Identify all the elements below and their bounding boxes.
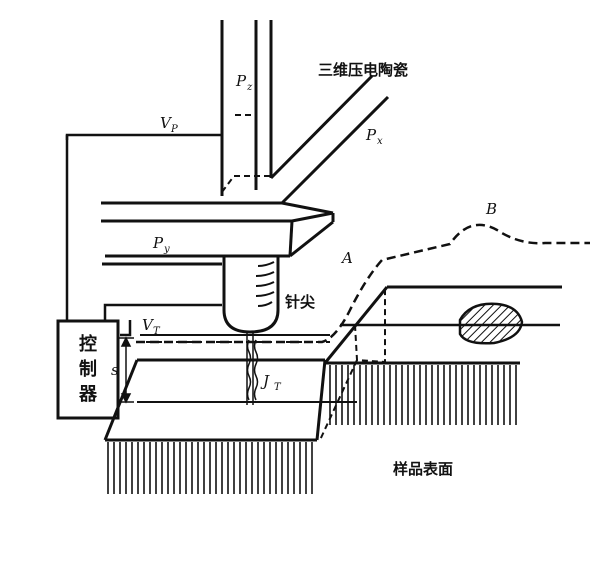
vt-main: V (142, 316, 155, 334)
py-sub: y (163, 244, 170, 255)
pz-sub: z (246, 82, 253, 93)
jt-main: J (260, 372, 270, 390)
piezo-scanner (101, 20, 390, 266)
controller-char-1: 控 (79, 333, 97, 355)
gap-arrow-up (120, 336, 132, 347)
pz-hidden-base (221, 175, 272, 193)
tip-assembly (222, 256, 280, 405)
gap-dimension (118, 336, 134, 404)
pz-hidden-lines (221, 114, 272, 193)
py-main: P (152, 234, 164, 252)
control-wires (65, 133, 222, 337)
sample-hatch-front (107, 442, 313, 494)
controller-box: 控 制 器 (56, 319, 120, 420)
vt-label: V T (142, 316, 161, 337)
py-right-slant (289, 220, 334, 258)
curve-b-label: B (485, 200, 497, 218)
surface-defect (458, 302, 524, 345)
tip-body (222, 256, 280, 334)
sample-label: 样品表面 (393, 460, 453, 478)
px-sub: x (377, 136, 383, 147)
pz-main: P (235, 72, 247, 90)
tip-label: 针尖 (285, 293, 315, 311)
px-lower-edge (280, 95, 390, 205)
py-bevel-top (281, 201, 334, 215)
tunnel-current-wave (246, 339, 259, 401)
px-main: P (365, 126, 377, 144)
defect-blob (458, 302, 524, 345)
tip-shading (255, 261, 275, 307)
controller-char-2: 制 (79, 359, 97, 380)
vt-wire-hook (120, 320, 132, 337)
sample-hatch-right (329, 365, 517, 425)
py-front-right (288, 220, 294, 257)
trajectory-b (136, 223, 590, 344)
px-upper-edge (269, 74, 374, 180)
jt-label: J T (260, 372, 282, 393)
hidden-step-box (354, 287, 386, 364)
vt-sub: T (153, 326, 161, 337)
py-label: P y (152, 234, 170, 255)
px-label: P x (365, 126, 383, 147)
hidden-step-diag (319, 359, 358, 441)
py-bevel-front (291, 211, 334, 223)
jt-sub: T (274, 382, 282, 393)
sample-block (103, 285, 562, 442)
vp-main: V (160, 114, 173, 132)
curve-a-label: A (340, 249, 353, 267)
gap-label: s (111, 361, 119, 379)
piezo-label: 三维压电陶瓷 (318, 61, 408, 79)
vp-wire (65, 133, 222, 320)
vt-wire (103, 303, 222, 320)
vp-label: V P (160, 114, 178, 135)
trajectories (136, 223, 590, 344)
pz-label: P z (235, 72, 253, 93)
sample-step-face (315, 359, 327, 441)
vp-sub: P (170, 124, 178, 135)
controller-frame (56, 319, 120, 420)
sample-top-left (103, 359, 139, 441)
controller-char-3: 器 (78, 384, 98, 405)
